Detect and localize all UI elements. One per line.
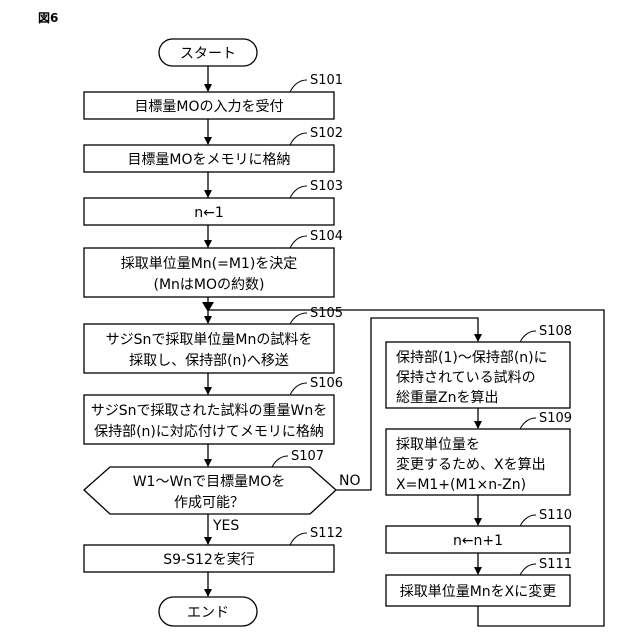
step-id-s101: S101 (310, 73, 343, 88)
start-label: スタート (180, 46, 236, 62)
step-s110-text: n←n+1 (453, 533, 503, 549)
step-id-s109: S109 (539, 411, 572, 426)
step-s112: S9-S12を実行 (84, 545, 334, 572)
step-id-s108: S108 (539, 324, 572, 339)
step-s104-text-2: (MnはMOの約数) (154, 277, 265, 293)
step-s103: n←1 (84, 198, 334, 225)
end-terminal: エンド (159, 597, 257, 626)
step-s108-text-1: 保持部(1)～保持部(n)に (396, 350, 548, 366)
step-s109-text-2: 変更するため、Xを算出 (396, 456, 546, 473)
step-id-s105: S105 (310, 306, 343, 321)
step-s109: 採取単位量を 変更するため、Xを算出 X=M1+(M1×n-Zn) (386, 429, 570, 495)
step-s101: 目標量MOの入力を受付 (84, 92, 334, 119)
step-s105: サジSnで採取単位量Mnの試料を 採取し、保持部(n)へ移送 (84, 324, 334, 373)
step-s104-text-1: 採取単位量Mn(=M1)を決定 (121, 256, 298, 272)
step-s106-text-1: サジSnで採取された試料の重量Wnを (91, 403, 327, 419)
decision-s107: W1～Wnで目標量MOを 作成可能？ (84, 467, 336, 514)
step-s112-text: S9-S12を実行 (163, 552, 255, 568)
step-id-s112: S112 (310, 526, 343, 541)
step-id-s104: S104 (310, 229, 343, 244)
end-label: エンド (187, 605, 229, 621)
yes-label: YES (212, 518, 239, 534)
step-s109-text-1: 採取単位量を (396, 437, 480, 453)
step-s106-text-2: 保持部(n)に対応付けてメモリに格納 (94, 424, 324, 440)
step-id-s107: S107 (291, 449, 324, 464)
step-s102: 目標量MOをメモリに格納 (84, 145, 334, 172)
step-id-s102: S102 (310, 126, 343, 141)
step-s109-text-3: X=M1+(M1×n-Zn) (396, 477, 526, 493)
step-s108: 保持部(1)～保持部(n)に 保持されている試料の 総重量Znを算出 (386, 342, 570, 408)
step-s111: 採取単位量MnをXに変更 (386, 575, 570, 606)
step-s103-text: n←1 (194, 205, 224, 221)
figure-label: 図6 (38, 11, 58, 25)
step-id-s111: S111 (539, 557, 572, 572)
step-s108-text-2: 保持されている試料の (396, 370, 536, 386)
start-terminal: スタート (159, 39, 257, 66)
step-s108-text-3: 総重量Znを算出 (396, 390, 498, 406)
step-s106: サジSnで採取された試料の重量Wnを 保持部(n)に対応付けてメモリに格納 (84, 395, 334, 444)
step-s101-text: 目標量MOの入力を受付 (134, 99, 283, 115)
step-s110: n←n+1 (386, 526, 570, 553)
step-s105-text-1: サジSnで採取単位量Mnの試料を (106, 332, 313, 348)
step-s102-text: 目標量MOをメモリに格納 (127, 152, 290, 168)
decision-s107-text-1: W1～Wnで目標量MOを (133, 474, 286, 490)
step-id-s106: S106 (310, 376, 343, 391)
step-s104: 採取単位量Mn(=M1)を決定 (MnはMOの約数) (84, 248, 334, 297)
decision-s107-text-2: 作成可能？ (174, 495, 244, 511)
step-id-s103: S103 (310, 179, 343, 194)
step-s105-text-2: 採取し、保持部(n)へ移送 (129, 353, 289, 369)
step-s111-text: 採取単位量MnをXに変更 (400, 583, 557, 600)
no-label: NO (339, 473, 361, 489)
step-id-s110: S110 (539, 508, 572, 523)
